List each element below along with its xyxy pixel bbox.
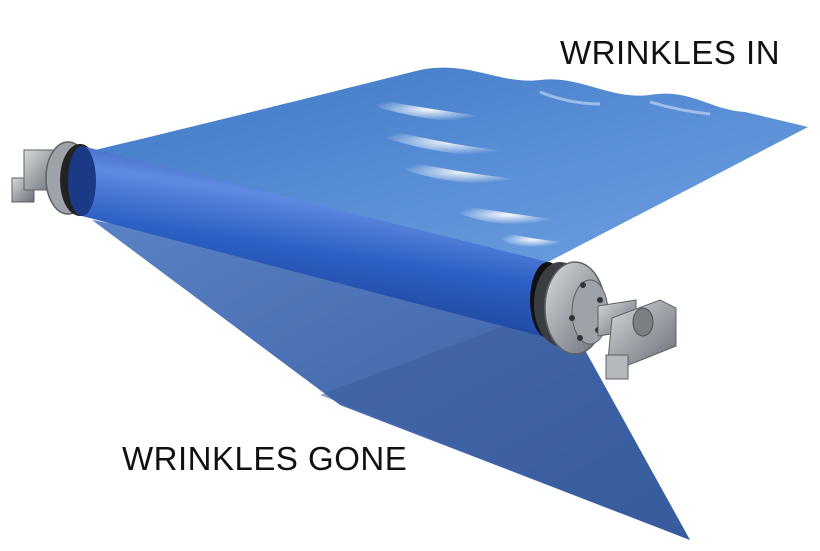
web-lower-shadow — [320, 305, 690, 540]
label-wrinkles-in: WRINKLES IN — [560, 34, 781, 71]
label-wrinkles-gone: WRINKLES GONE — [122, 440, 408, 477]
right-bearing — [534, 261, 677, 380]
web-upper-sheet — [95, 67, 808, 262]
wrinkle-highlights — [370, 90, 711, 248]
